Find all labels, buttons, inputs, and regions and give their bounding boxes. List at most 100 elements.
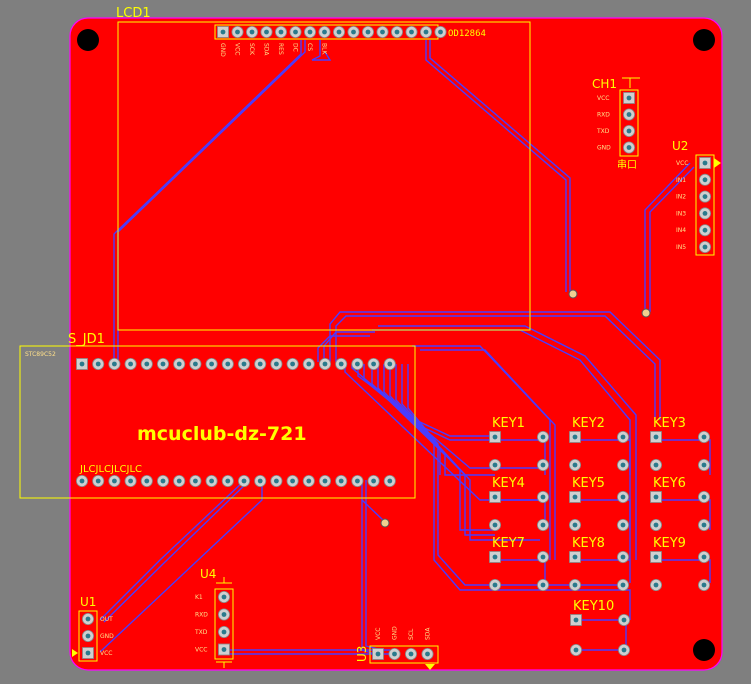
key-switch: KEY7 xyxy=(488,536,550,592)
u1-pin1-marker xyxy=(72,649,78,657)
u4-designator: U4 xyxy=(200,567,216,581)
sjd1-pin xyxy=(335,474,348,487)
u4-header-outline xyxy=(214,588,234,660)
key-switch: KEY2 xyxy=(569,416,630,471)
key-pad xyxy=(698,490,711,503)
key-pad xyxy=(617,430,630,443)
sjd1-pin xyxy=(318,474,331,487)
u2-pin-label: VCC xyxy=(676,160,688,167)
ch1-pin-label: RXD xyxy=(597,112,610,119)
sjd1-pin xyxy=(383,474,396,487)
sjd1-pin xyxy=(221,474,234,487)
key-pad xyxy=(489,491,501,503)
sjd1-pin xyxy=(205,357,218,370)
u4-marker-bottom xyxy=(216,661,232,668)
ch1-pin xyxy=(623,141,636,154)
mounting-hole xyxy=(693,639,715,661)
via xyxy=(641,308,651,318)
key-pad xyxy=(650,431,662,443)
sjd1-pin xyxy=(124,357,137,370)
sjd1-pin xyxy=(351,474,364,487)
sjd1-pin xyxy=(383,357,396,370)
u1-pin xyxy=(82,630,95,643)
u2-pin xyxy=(699,224,712,237)
key-designator: KEY4 xyxy=(492,476,525,491)
u3-pin-label: SCL xyxy=(408,628,415,640)
u3-pin xyxy=(421,648,434,661)
u3-pin1-marker xyxy=(425,664,435,670)
ch1-header-outline xyxy=(619,89,639,157)
key-pad xyxy=(650,551,662,563)
lcd1-pin-label: CS xyxy=(306,43,313,51)
u1-pin xyxy=(82,647,94,659)
key-designator: KEY6 xyxy=(653,476,686,491)
key-pad xyxy=(650,458,663,471)
lcd1-pin xyxy=(361,25,374,38)
key-pad xyxy=(537,490,550,503)
key-designator: KEY1 xyxy=(492,416,525,431)
key-switch: KEY9 xyxy=(650,536,711,592)
u2-pin xyxy=(699,207,712,220)
key-pad xyxy=(618,644,631,657)
u4-pin-label: RXD xyxy=(195,612,208,619)
u1-header-outline xyxy=(78,610,98,662)
lcd1-pin xyxy=(303,25,316,38)
sjd1-pin xyxy=(237,474,250,487)
key-pad xyxy=(617,458,630,471)
u3-pin xyxy=(404,648,417,661)
u4-marker xyxy=(216,577,232,584)
u2-pin-label: IN5 xyxy=(676,244,686,251)
sjd1-bottom-text: JLCJLCJLCJLC xyxy=(79,464,142,475)
lcd1-pin xyxy=(390,25,403,38)
mounting-hole xyxy=(77,29,99,51)
sjd1-pin xyxy=(367,474,380,487)
sjd1-pin xyxy=(189,474,202,487)
ch1-pin-label: TXD xyxy=(596,128,610,135)
lcd1-model-label: OD12864 xyxy=(448,29,486,39)
u3-header-outline xyxy=(369,645,439,664)
sjd1-pin xyxy=(254,474,267,487)
key-pad xyxy=(537,551,550,564)
u4-pin xyxy=(217,591,230,604)
u2-pin-label: IN2 xyxy=(676,194,686,201)
mounting-holes xyxy=(77,29,715,661)
u1-designator: U1 xyxy=(80,595,96,609)
sjd1-pin xyxy=(270,357,283,370)
lcd1-outline xyxy=(117,21,531,331)
sjd1-pin xyxy=(367,357,380,370)
u2-pin-label: IN1 xyxy=(676,177,686,184)
key-pad xyxy=(537,430,550,443)
key-pad xyxy=(698,551,711,564)
key-pad xyxy=(570,614,582,626)
u2-designator: U2 xyxy=(672,139,688,153)
sjd1-pin xyxy=(318,357,331,370)
key-pad xyxy=(489,431,501,443)
u2-pin-label: IN4 xyxy=(676,227,686,234)
ch1-pin-label: GND xyxy=(597,145,611,152)
sjd1-pin xyxy=(92,357,105,370)
sjd1-pin xyxy=(302,474,315,487)
key-designator: KEY10 xyxy=(573,599,614,614)
lcd1-pin xyxy=(217,26,229,38)
key-designator: KEY7 xyxy=(492,536,525,551)
key-pad xyxy=(488,579,501,592)
u1-pin-label: VCC xyxy=(100,650,112,657)
lcd1-pin xyxy=(405,25,418,38)
u1-pin-label: GND xyxy=(100,633,114,640)
sjd1-pin xyxy=(205,474,218,487)
key-pad xyxy=(488,458,501,471)
lcd1-designator: LCD1 xyxy=(116,6,151,21)
u3-pin-label: GND xyxy=(392,626,399,640)
key-pad xyxy=(537,579,550,592)
key-pad xyxy=(617,490,630,503)
sjd1-pin xyxy=(335,357,348,370)
key-pad xyxy=(698,579,711,592)
